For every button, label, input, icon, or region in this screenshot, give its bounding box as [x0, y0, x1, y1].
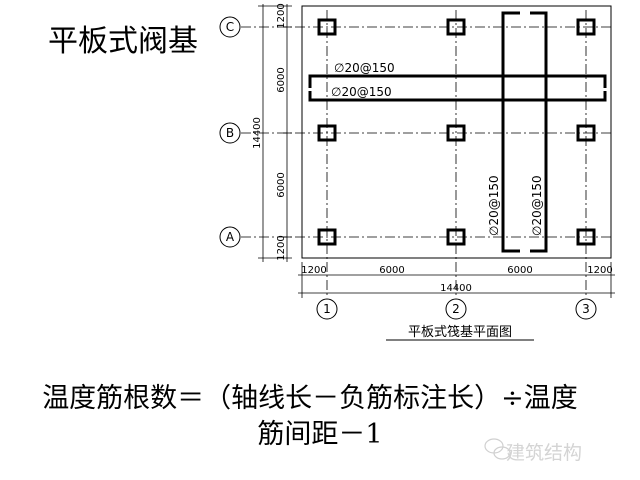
row-axis-a: A	[226, 230, 235, 244]
hdim-1: 1200	[301, 265, 326, 276]
vdim-3: 6000	[276, 172, 287, 197]
grid-lines	[241, 10, 611, 298]
rebar-strips	[308, 11, 607, 253]
axis-bubbles	[219, 16, 597, 320]
formula-line-2: 筋间距－1	[257, 419, 383, 450]
hdim-total: 14400	[440, 283, 472, 294]
col-axis-1: 1	[323, 302, 331, 316]
rebar-label-bottom: ∅20@150	[331, 85, 392, 99]
rebar-label-top: ∅20@150	[334, 61, 395, 75]
page-title: 平板式阀基	[48, 24, 198, 59]
hdim-2: 6000	[379, 265, 404, 276]
wechat-icon	[484, 438, 511, 460]
rebar-label-right: ∅20@150	[530, 175, 544, 236]
vdim-2: 6000	[276, 67, 287, 92]
drawing-caption: 平板式筏基平面图	[408, 324, 512, 340]
watermark: 建筑结构	[506, 442, 583, 464]
hdim-4: 1200	[587, 265, 612, 276]
formula-line-1: 温度筋根数＝（轴线长－负筋标注长）÷温度	[42, 383, 578, 414]
row-axis-b: B	[226, 126, 234, 140]
horizontal-dimensions	[298, 262, 615, 298]
vdim-4: 1200	[276, 235, 287, 260]
hdim-3: 6000	[507, 265, 532, 276]
slab-outline	[301, 5, 612, 259]
col-axis-2: 2	[452, 302, 460, 316]
row-axis-c: C	[226, 20, 234, 34]
rebar-label-left: ∅20@150	[487, 175, 501, 236]
vdim-1: 1200	[276, 3, 287, 28]
vertical-dimensions	[258, 4, 292, 262]
col-axis-3: 3	[582, 302, 590, 316]
vdim-total: 14400	[252, 117, 263, 149]
columns	[317, 18, 596, 246]
